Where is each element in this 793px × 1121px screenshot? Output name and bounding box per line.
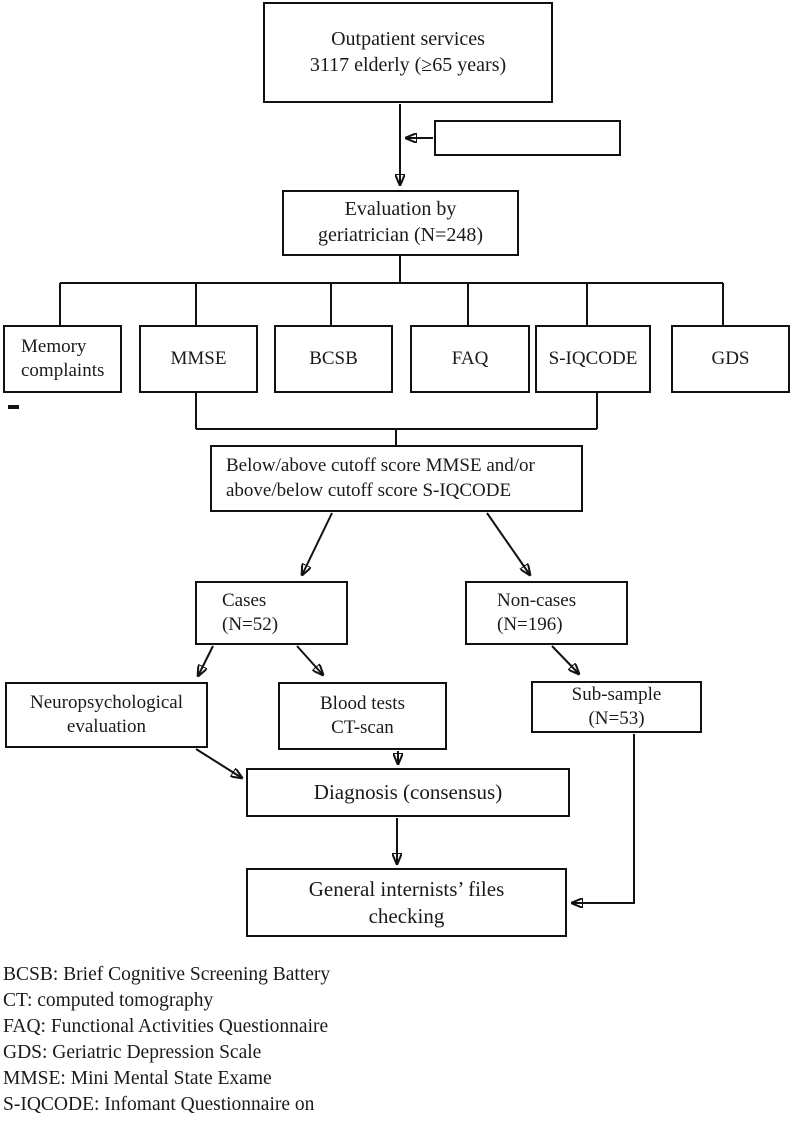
legend-line-ct: CT: computed tomography [3,990,214,1011]
node-neuropsychological-evaluation: Neuropsychological evaluation [5,682,208,748]
arrow-cases-to-bloodtests [296,645,323,675]
node-cases: Cases (N=52) [195,581,348,645]
legend-line-faq: FAQ: Functional Activities Questionnaire [3,1016,329,1037]
arrow-subsample-to-fileschecking [572,734,635,903]
minus-dash [8,405,19,409]
node-memory-complaints: Memory complaints [3,325,122,393]
node-faq: FAQ [410,325,530,393]
node-siqcode: S-IQCODE [535,325,651,393]
node-cutoff-score: Below/above cutoff score MMSE and/or abo… [210,445,583,512]
node-diagnosis-consensus: Diagnosis (consensus) [246,768,570,817]
arrow-cutoff-to-noncases [486,512,530,575]
arrow-neuropsych-to-diagnosis [195,748,242,778]
node-gds: GDS [671,325,790,393]
node-evaluation-geriatrician: Evaluation by geriatrician (N=248) [282,190,519,256]
arrow-cases-to-neuropsych [198,645,214,676]
node-outpatient-services: Outpatient services 3117 elderly (≥65 ye… [263,2,553,103]
node-blood-tests-ct-scan: Blood tests CT-scan [278,682,447,750]
arrow-noncases-to-subsample [551,645,579,674]
legend-line-siqcode: S-IQCODE: Infomant Questionnaire on [3,1094,315,1115]
node-general-internists-files-checking: General internists’ files checking [246,868,567,937]
legend: BCSB: Brief Cognitive Screening Battery … [3,962,330,1118]
node-mmse: MMSE [139,325,258,393]
arrow-cutoff-to-cases [302,512,333,575]
node-bcsb: BCSB [274,325,393,393]
node-non-cases: Non-cases (N=196) [465,581,628,645]
node-sub-sample: Sub-sample (N=53) [531,681,702,733]
legend-line-gds: GDS: Geriatric Depression Scale [3,1042,262,1063]
legend-line-bcsb: BCSB: Brief Cognitive Screening Battery [3,964,331,985]
legend-line-mmse: MMSE: Mini Mental State Exame [3,1068,272,1089]
node-excluded-empty [434,120,621,156]
